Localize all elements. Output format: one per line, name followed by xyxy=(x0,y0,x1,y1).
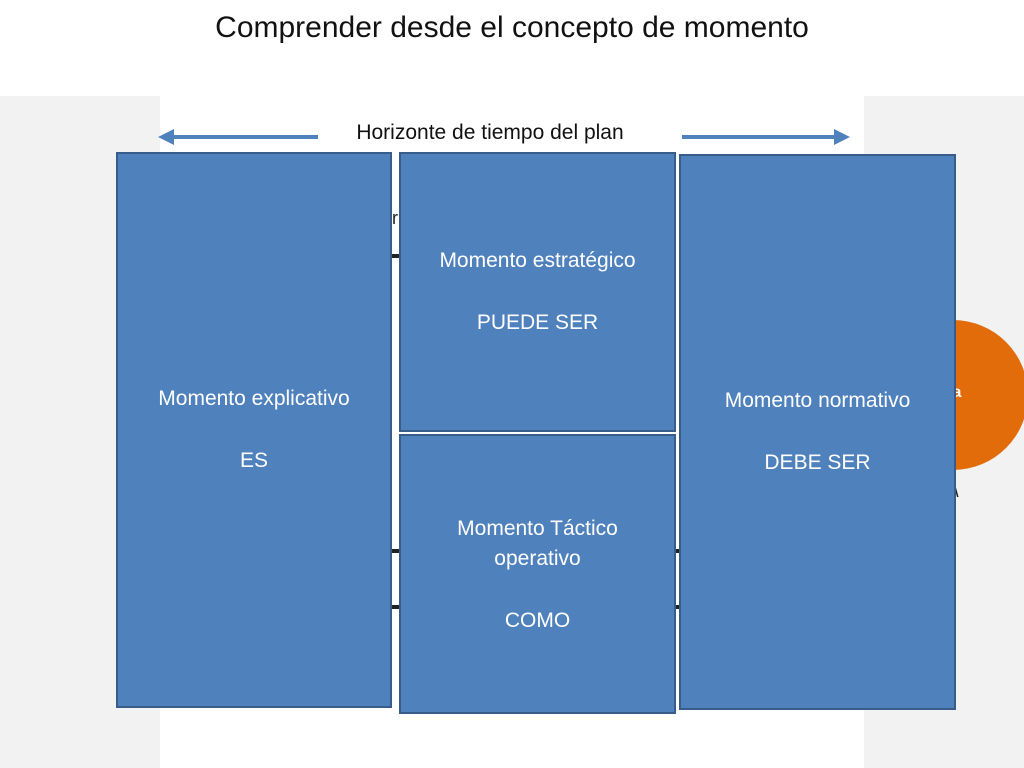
moment-normativo-box: Momento normativo DEBE SER xyxy=(679,154,956,710)
moment-explicativo-box: Momento explicativo ES xyxy=(116,152,392,708)
moment-normativo-value: DEBE SER xyxy=(764,451,871,474)
moment-explicativo-name: Momento explicativo xyxy=(158,387,350,410)
moment-estrategico-box: Momento estratégico PUEDE SER xyxy=(399,152,676,432)
background-dash xyxy=(392,254,400,258)
moment-tactico-value: COMO xyxy=(504,609,571,632)
moment-explicativo-value: ES xyxy=(239,449,268,472)
background-partial-letter: r xyxy=(392,208,398,228)
moment-estrategico-name: Momento estratégico xyxy=(439,249,636,272)
moment-tactico-name: Momento Táctico operativo xyxy=(457,517,618,570)
slide-title: Comprender desde el concepto de momento xyxy=(215,11,809,44)
background-dash xyxy=(392,605,400,609)
background-dash xyxy=(676,605,680,609)
horizon-label: Horizonte de tiempo del plan xyxy=(356,121,624,144)
moment-estrategico-value: PUEDE SER xyxy=(476,311,599,334)
moment-tactico-box: Momento Táctico operativo COMO xyxy=(399,434,676,714)
background-dash xyxy=(676,549,680,553)
background-dash xyxy=(392,549,400,553)
moment-normativo-name: Momento normativo xyxy=(724,389,911,412)
